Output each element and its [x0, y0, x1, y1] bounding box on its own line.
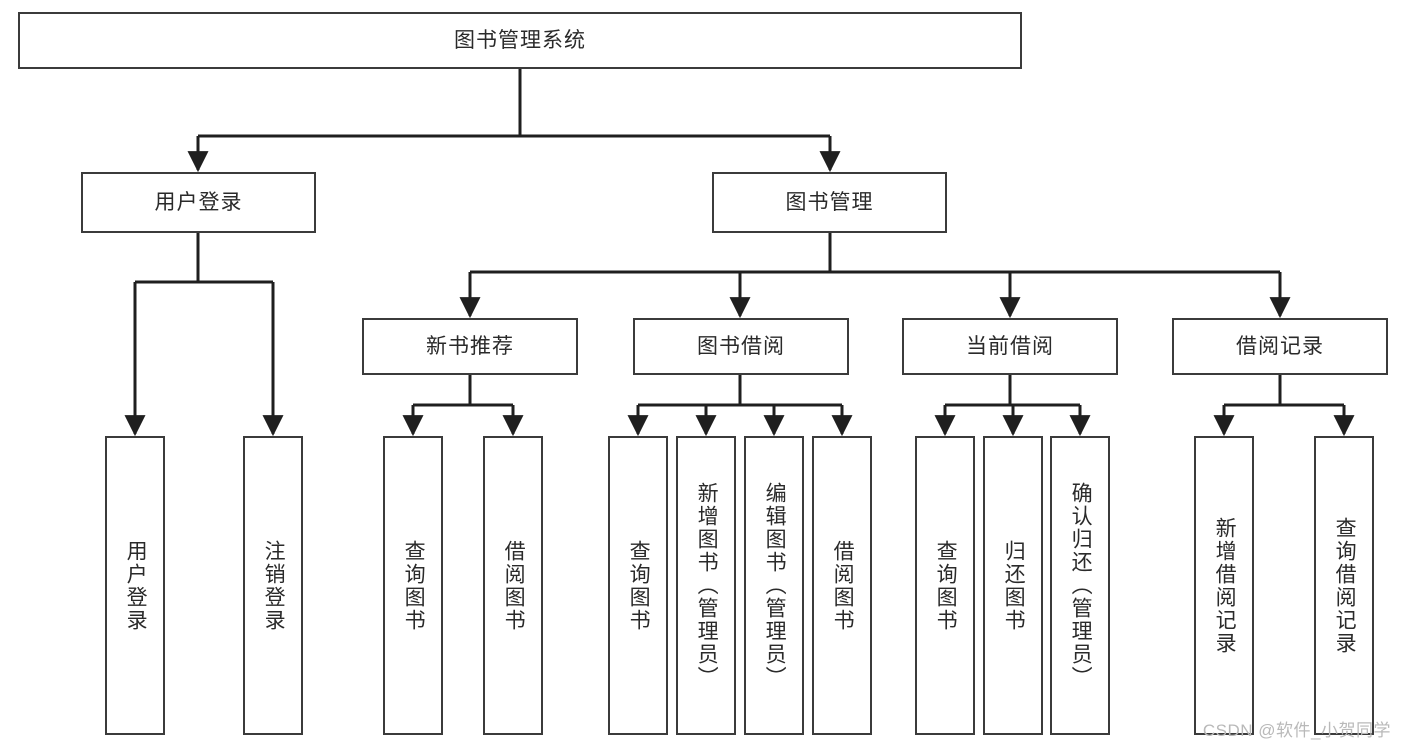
node-leaf-return-book-label: 归还图书 [1002, 539, 1026, 632]
node-leaf-borrow-book-1-label: 借阅图书 [502, 539, 526, 632]
node-leaf-borrow-book-2-label: 借阅图书 [831, 539, 855, 632]
node-leaf-user-login[interactable]: 用户登录 [105, 436, 165, 735]
node-leaf-query-book-1-label: 查询图书 [402, 539, 426, 632]
node-leaf-add-borrow-record-label: 新增借阅记录 [1213, 516, 1237, 655]
node-leaf-add-book-label: 新增图书（管理员） [695, 482, 719, 689]
node-leaf-add-book[interactable]: 新增图书（管理员） [676, 436, 736, 735]
node-leaf-query-borrow-record-label: 查询借阅记录 [1333, 516, 1357, 655]
node-leaf-logout-login[interactable]: 注销登录 [243, 436, 303, 735]
node-user-login-label: 用户登录 [154, 190, 243, 214]
node-leaf-edit-book[interactable]: 编辑图书（管理员） [744, 436, 804, 735]
node-book-borrow[interactable]: 图书借阅 [633, 318, 849, 375]
node-borrow-record-label: 借阅记录 [1236, 334, 1324, 358]
node-root-label: 图书管理系统 [454, 28, 586, 52]
node-leaf-query-book-2-label: 查询图书 [627, 539, 651, 632]
node-new-book-recommend-label: 新书推荐 [426, 334, 514, 358]
node-user-login[interactable]: 用户登录 [81, 172, 316, 233]
node-leaf-edit-book-label: 编辑图书（管理员） [763, 482, 787, 689]
node-current-borrow-label: 当前借阅 [966, 334, 1054, 358]
node-leaf-user-login-label: 用户登录 [124, 539, 148, 632]
node-leaf-add-borrow-record[interactable]: 新增借阅记录 [1194, 436, 1254, 735]
node-current-borrow[interactable]: 当前借阅 [902, 318, 1118, 375]
node-book-manage[interactable]: 图书管理 [712, 172, 947, 233]
node-leaf-confirm-return[interactable]: 确认归还（管理员） [1050, 436, 1110, 735]
csdn-watermark: CSDN @软件_小贺同学 [1202, 721, 1391, 740]
node-leaf-logout-login-label: 注销登录 [262, 539, 286, 632]
node-leaf-query-borrow-record[interactable]: 查询借阅记录 [1314, 436, 1374, 735]
node-new-book-recommend[interactable]: 新书推荐 [362, 318, 578, 375]
node-leaf-query-book-3-label: 查询图书 [934, 539, 958, 632]
node-leaf-query-book-2[interactable]: 查询图书 [608, 436, 668, 735]
node-leaf-query-book-1[interactable]: 查询图书 [383, 436, 443, 735]
node-borrow-record[interactable]: 借阅记录 [1172, 318, 1388, 375]
node-book-borrow-label: 图书借阅 [697, 334, 785, 358]
node-leaf-confirm-return-label: 确认归还（管理员） [1069, 482, 1093, 689]
node-root-book-management-system[interactable]: 图书管理系统 [18, 12, 1022, 69]
node-leaf-query-book-3[interactable]: 查询图书 [915, 436, 975, 735]
node-leaf-return-book[interactable]: 归还图书 [983, 436, 1043, 735]
node-book-manage-label: 图书管理 [785, 190, 874, 214]
node-leaf-borrow-book-2[interactable]: 借阅图书 [812, 436, 872, 735]
node-leaf-borrow-book-1[interactable]: 借阅图书 [483, 436, 543, 735]
